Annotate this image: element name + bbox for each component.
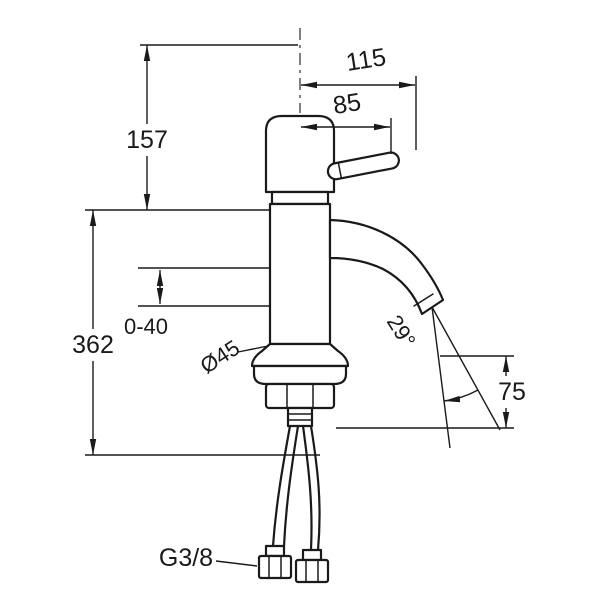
supply-hose-right (309, 424, 321, 552)
faucet-handle (326, 151, 400, 181)
dim-157-label: 157 (126, 126, 168, 154)
stream-reference-line (431, 306, 451, 449)
dim-115-label: 115 (344, 43, 388, 77)
hose-connector-left (257, 554, 293, 580)
dim-0-40-label: 0-40 (124, 314, 168, 339)
threaded-shank (286, 406, 314, 428)
dimension-angle-29: 29° (382, 306, 501, 449)
supply-hose-left (282, 424, 300, 548)
faucet-outline (250, 114, 445, 584)
hose-stub-right (301, 548, 323, 562)
dim-85-label: 85 (331, 88, 363, 120)
base-washer (252, 364, 348, 386)
dimension-157: 157 (126, 44, 298, 210)
supply-hose-left (271, 424, 292, 548)
thread-label: G3/8 (159, 544, 213, 572)
angle-arc-arrow (443, 389, 479, 403)
stream-angle-line (431, 306, 501, 431)
dimension-362: 362 (72, 209, 320, 456)
dim-diameter-label: Ø45 (196, 335, 244, 379)
leader-line (237, 345, 269, 353)
base-skirt (250, 342, 350, 368)
supply-hose-right (301, 424, 313, 552)
faucet-collar (270, 190, 330, 206)
mounting-nut (264, 382, 336, 410)
dim-75-label: 75 (498, 378, 526, 406)
spout-aerator-line (413, 293, 434, 307)
dimension-115: 115 (301, 43, 417, 150)
dimension-0-40: 0-40 (124, 267, 270, 339)
hose-connector-right (294, 558, 330, 584)
leader-line (215, 560, 258, 567)
faucet-body (268, 202, 332, 346)
dimension-85: 85 (301, 88, 392, 154)
faucet-spout (328, 218, 445, 316)
dimension-thread-g38: G3/8 (159, 544, 258, 572)
dim-angle-label: 29° (382, 310, 421, 351)
dimension-75: 75 (336, 355, 526, 429)
handle-joint-line (337, 161, 343, 180)
handle-lever (326, 151, 400, 181)
dim-362-label: 362 (72, 331, 114, 359)
hose-stub-left (264, 544, 286, 558)
